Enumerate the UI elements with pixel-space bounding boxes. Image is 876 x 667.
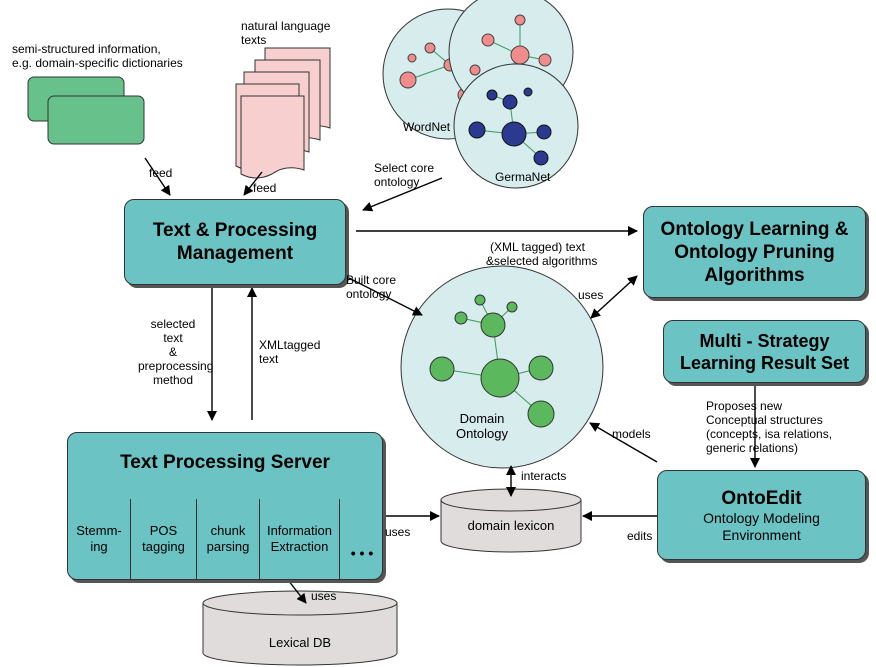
ontoedit-subtitle-2: Environment [722,526,801,543]
tps-divider-2 [196,499,197,580]
module-chunk-line2: parsing [206,539,250,554]
edge-built-core [332,269,423,316]
domain-ontology-sphere-icon [400,265,604,469]
natural-language-label-1: natural language [241,19,331,33]
module-information-extraction[interactable]: Information Extraction [260,523,339,555]
tps-title: Text Processing Server [120,452,330,473]
module-pos-line1: POS [149,523,178,538]
domain-ontology-label: Domain Ontology [452,411,512,441]
edges [144,157,760,604]
edge-uses-olpa [590,275,638,319]
edge-label-feed-1: feed [149,166,173,180]
germanet-sphere-icon [453,63,579,189]
lexical-db-cylinder [202,590,398,666]
edge-label-feed-2: feed [253,181,277,195]
tps-divider-3 [259,499,260,580]
ontoedit-subtitle-1: Ontology Modeling [703,509,820,526]
edge-label-uses-lexdb: uses [311,589,337,603]
tps-divider-4 [339,499,340,580]
edge-select-core [362,177,443,212]
edge-label-selected-text: selected text & preprocessing method [138,317,214,387]
ontology-learning-pruning-box[interactable]: Ontology Learning & Ontology Pruning Alg… [643,206,866,298]
edge-label-select-core-1: Select core [374,161,435,175]
olpa-title-line3: Algorithms [704,264,805,286]
olpa-title-line2: Ontology Pruning [674,241,835,263]
tpm-title-line2: Management [176,243,294,264]
mslrs-title-line1: Multi - Strategy [699,330,830,351]
module-stemming[interactable]: Stemm- ing [68,523,130,555]
module-more-ellipsis: • • • [350,545,374,561]
edge-label-proposes-2: Conceptual structures [706,413,823,427]
tpm-title-line1: Text & Processing [152,220,318,241]
semi-structured-label-2: e.g. domain-specific dictionaries [12,56,183,70]
text-documents-icon [235,47,331,179]
tps-divider-1 [130,499,131,580]
module-ie-line2: Extraction [270,539,329,554]
mslrs-title-line2: Learning Result Set [679,352,850,373]
edge-label-built-core-2: ontology [346,287,392,301]
edge-uses-lexdb [287,579,307,604]
domain-ontology-label-1: Domain [459,411,505,426]
ontoedit-title: OntoEdit [721,487,802,509]
text-processing-management-box[interactable]: Text & Processing Management [124,199,346,285]
edge-label-selected-text-5: method [152,373,194,387]
domain-lexicon-cylinder [440,488,582,553]
module-chunk-parsing[interactable]: chunk parsing [197,523,259,555]
edge-label-proposes-1: Proposes new [706,399,783,413]
edge-label-xmltagged-1: XMLtagged [259,338,321,352]
multi-strategy-result-set-box[interactable]: Multi - Strategy Learning Result Set [663,320,866,383]
edge-label-xmltagged-2: text [259,352,279,366]
lexical-db-label: Lexical DB [268,635,332,650]
edge-label-uses-olpa: uses [578,288,604,302]
natural-language-label-2: texts [241,33,267,47]
edge-label-select-core-2: ontology [374,175,420,189]
edge-label-interacts: interacts [521,469,567,483]
domain-ontology-label-2: Ontology [455,426,509,441]
edge-feed-2 [243,171,263,196]
edge-label-selected-text-4: preprocessing [138,359,214,373]
edge-models [589,422,658,463]
edge-label-selected-text-3: & [168,345,177,359]
edge-label-proposes-4: generic relations) [706,441,799,455]
module-pos-tagging[interactable]: POS tagging [131,523,196,555]
edge-label-models: models [612,427,651,441]
olpa-title-line1: Ontology Learning & [660,218,849,240]
edge-label-xml-tagged-2: &selected algorithms [486,254,598,268]
edge-label-built-core-1: Built core [346,273,397,287]
germanet-label: GermaNet [495,170,551,184]
edge-label-xml-tagged-1: (XML tagged) text [490,240,585,254]
edge-label-uses-lexicon: uses [385,525,411,539]
module-stemming-line2: ing [90,539,108,554]
text-processing-server-box[interactable]: Text Processing Server Stemm- ing POS ta… [67,432,383,580]
edge-label-selected-text-2: text [163,331,183,345]
module-chunk-line1: chunk [210,523,246,538]
module-stemming-line1: Stemm- [76,523,122,538]
semi-structured-docs-icon [27,76,145,145]
edge-label-edits: edits [627,529,653,543]
ontoedit-box[interactable]: OntoEdit Ontology Modeling Environment [657,470,866,560]
edge-feed-1 [144,157,171,196]
edge-label-selected-text-1: selected [150,317,196,331]
edge-label-proposes-3: (concepts, isa relations, [706,427,833,441]
wordnet-label: WordNet [403,120,451,134]
domain-lexicon-label: domain lexicon [467,518,555,533]
module-ie-line1: Information [266,523,333,538]
semi-structured-label-1: semi-structured information, [12,42,161,56]
module-pos-line2: tagging [142,539,185,554]
